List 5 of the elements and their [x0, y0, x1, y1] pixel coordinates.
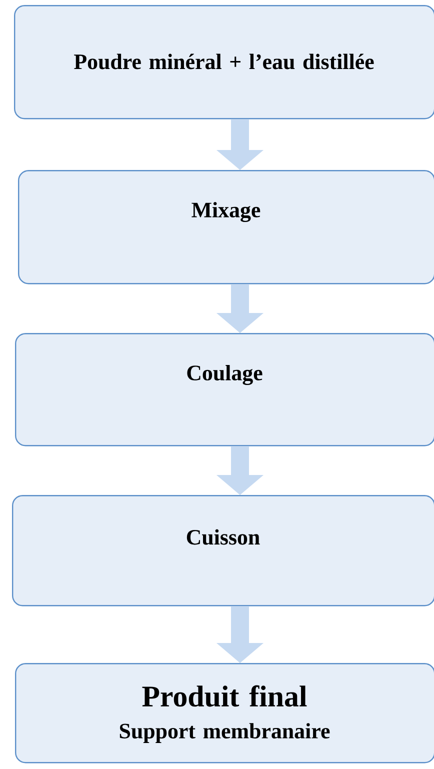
process-box: Produit final Support membranaire	[15, 663, 434, 764]
process-box: Cuisson	[12, 495, 434, 606]
process-box: Coulage	[15, 333, 434, 446]
process-box: Poudre minéral + l’eau distillée	[14, 5, 434, 120]
process-box: Mixage	[18, 170, 434, 284]
